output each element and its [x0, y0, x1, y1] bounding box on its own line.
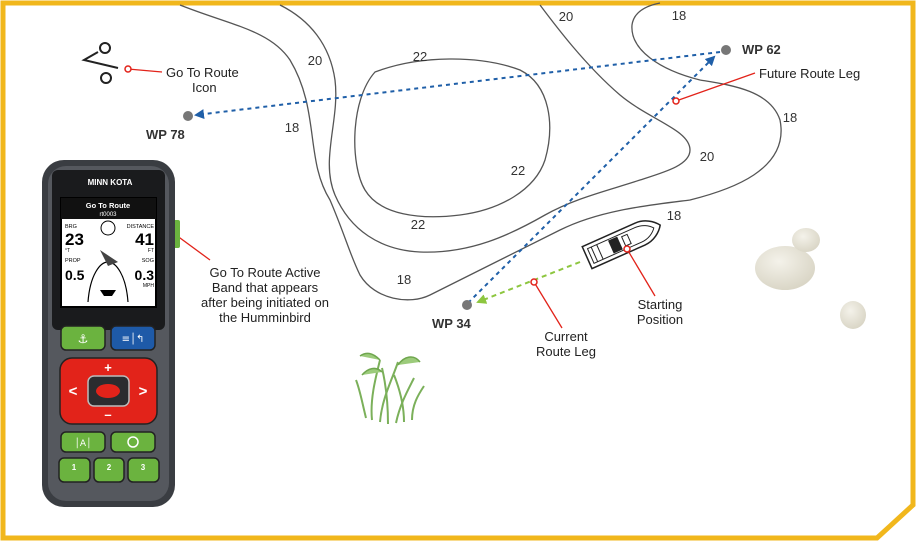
cruise-button[interactable] — [110, 431, 156, 453]
waypoint-label: WP 34 — [432, 316, 472, 331]
contour-label: 18 — [397, 272, 411, 287]
callout-label: Future Route Leg — [759, 66, 860, 81]
route-id: rt0003 — [99, 212, 117, 218]
propeller-icon — [96, 384, 120, 398]
waypoint-62: WP 62 — [721, 42, 781, 57]
future-route-legs — [194, 51, 721, 304]
contour-label: 22 — [411, 217, 425, 232]
brand-label: MINN KOTA — [88, 178, 133, 187]
callout-label: Position — [637, 312, 683, 327]
contour-label: 20 — [700, 149, 714, 164]
brg-unit: °T — [65, 248, 70, 254]
distance-unit: FT — [148, 248, 154, 254]
contour-label: 22 — [511, 163, 525, 178]
waypoint-78: WP 78 — [146, 111, 193, 142]
menu-icon: ≡│↰ — [122, 332, 145, 345]
menu-back-button[interactable] — [110, 325, 156, 351]
waypoint-34: WP 34 — [432, 300, 472, 331]
speedometer-icon — [127, 436, 139, 448]
callout-label: Go To Route Active — [209, 265, 320, 280]
waypoint-label: WP 78 — [146, 127, 185, 142]
rock-icon — [755, 228, 866, 329]
screen-title: Go To Route — [86, 201, 130, 210]
callout-future-route-leg: Future Route Leg — [672, 66, 860, 105]
distance-value: 41 — [135, 230, 154, 249]
contour-outer — [179, 2, 782, 301]
autopilot-icon: │A│ — [75, 437, 92, 449]
remote-control: MINN KOTA Go To Route rt0003 BRG 23 °T D… — [42, 160, 180, 507]
prop-value: 0.5 — [65, 267, 85, 283]
preset-3-label: 3 — [141, 463, 146, 472]
preset-2-button[interactable] — [93, 457, 125, 483]
contour-label: 18 — [285, 120, 299, 135]
autopilot-button[interactable] — [60, 431, 106, 453]
callout-label: after being initiated on — [201, 295, 329, 310]
contour-labels: 20 18 22 22 22 20 18 20 18 18 18 — [285, 8, 797, 287]
callout-label: Icon — [192, 80, 217, 95]
distance-label: DISTANCE — [127, 224, 155, 230]
contour-label: 20 — [308, 53, 322, 68]
boat-icon — [581, 220, 662, 270]
sog-value: 0.3 — [135, 267, 155, 283]
preset-1-button[interactable] — [58, 457, 91, 483]
brg-value: 23 — [65, 230, 84, 249]
anchor-icon: ⚓ — [78, 332, 89, 346]
contour-label: 18 — [672, 8, 686, 23]
contour-label: 22 — [413, 49, 427, 64]
sog-label: SOG — [142, 258, 154, 264]
callout-current-route-leg: Current Route Leg — [530, 278, 596, 359]
right-button[interactable]: > — [139, 383, 148, 400]
callout-label: Current — [544, 329, 588, 344]
callout-go-to-route-icon: Go To Route Icon — [124, 65, 239, 95]
current-route-leg — [476, 261, 581, 304]
route-icon — [100, 220, 116, 236]
contour-label: 18 — [667, 208, 681, 223]
sog-unit: MPH — [143, 283, 155, 289]
minus-button[interactable]: – — [104, 407, 111, 422]
prop-label: PROP — [65, 258, 81, 264]
callout-starting-position: Starting Position — [623, 245, 683, 327]
left-button[interactable]: < — [69, 383, 78, 400]
callout-label: Band that appears — [212, 280, 319, 295]
callout-label: Route Leg — [536, 344, 596, 359]
weed-icon — [355, 352, 425, 425]
callout-label: Go To Route — [166, 65, 239, 80]
preset-1-label: 1 — [72, 463, 77, 472]
callout-label: Starting — [638, 297, 683, 312]
callout-label: the Humminbird — [219, 310, 311, 325]
go-to-route-icon — [81, 42, 119, 84]
preset-2-label: 2 — [107, 463, 112, 472]
contour-22 — [354, 58, 551, 218]
anchor-button[interactable] — [60, 325, 106, 351]
waypoint-label: WP 62 — [742, 42, 781, 57]
contour-label: 18 — [783, 110, 797, 125]
depth-contours — [179, 2, 782, 301]
contour-label: 20 — [559, 9, 573, 24]
contour-inner-20 — [279, 4, 691, 253]
callout-active-band: Go To Route Active Band that appears aft… — [142, 209, 329, 325]
plus-button[interactable]: + — [104, 360, 112, 375]
preset-3-button[interactable] — [127, 457, 160, 483]
brg-label: BRG — [65, 224, 77, 230]
